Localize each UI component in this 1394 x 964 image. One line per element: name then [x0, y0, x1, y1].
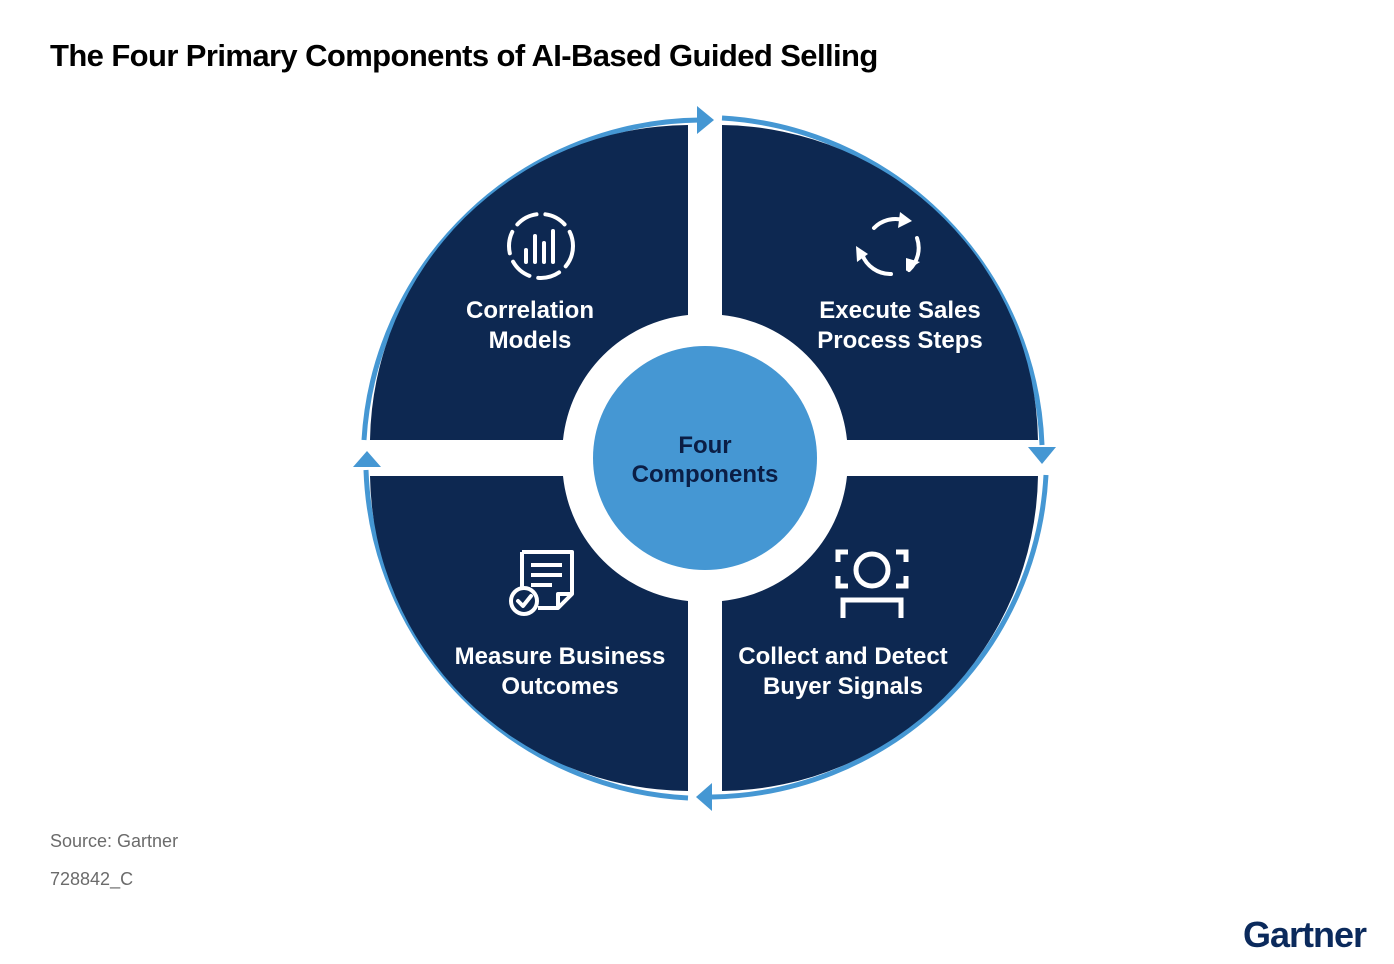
segment-label-measure-line2: Outcomes: [501, 673, 618, 700]
figure-code: 728842_C: [50, 869, 134, 889]
center-label-line1: Four: [678, 432, 731, 459]
segment-bottom-right: [722, 476, 1038, 791]
segment-label-measure-line1: Measure Business: [455, 643, 666, 670]
segment-label-correlation-line1: Correlation: [466, 297, 594, 324]
center-label-line2: Components: [632, 461, 779, 488]
page-title: The Four Primary Components of AI-Based …: [50, 38, 878, 73]
segment-top-left: [370, 125, 688, 440]
segment-bottom-left: [370, 476, 688, 791]
gartner-logo: Gartner: [1242, 914, 1367, 955]
bar-chart-circle-icon: [507, 212, 575, 280]
segment-label-execute-line1: Execute Sales: [819, 297, 980, 324]
segment-label-collect-line1: Collect and Detect: [738, 643, 947, 670]
arrowhead-right: [1028, 447, 1056, 464]
document-check-icon: [509, 550, 574, 616]
person-scan-icon: [835, 549, 909, 618]
center-circle: [593, 346, 817, 570]
segment-label-execute-line2: Process Steps: [817, 327, 982, 354]
outer-arc-bottom-right: [711, 474, 1049, 800]
segment-label-collect-line2: Buyer Signals: [763, 673, 923, 700]
arrowhead-top: [697, 106, 714, 134]
segment-label-correlation-line2: Models: [489, 327, 572, 354]
segments: [370, 125, 1038, 791]
arrowhead-bottom: [696, 783, 712, 811]
source-note: Source: Gartner: [50, 831, 179, 851]
cycle-arrowheads: [353, 106, 1056, 811]
refresh-cycle-icon: [856, 212, 921, 277]
arrowhead-left: [353, 451, 381, 467]
segment-top-right: [722, 125, 1038, 440]
